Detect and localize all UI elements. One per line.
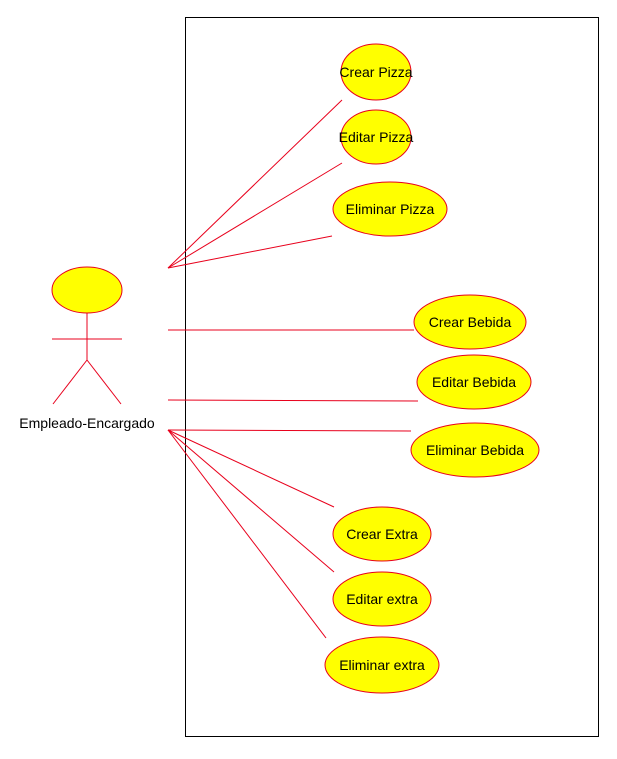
actor-left-leg [52, 359, 88, 405]
actor-figure: Empleado-Encargado [19, 266, 155, 431]
use-case-shape [416, 354, 532, 410]
actor-name: Empleado-Encargado [19, 415, 155, 431]
association-eliminar-pizza [167, 235, 333, 269]
use-case-label: Crear Bebida [429, 314, 512, 330]
use-case-label: Eliminar Pizza [346, 201, 435, 217]
use-case-shape [413, 294, 527, 350]
use-case-editar-pizza[interactable]: Editar Pizza [339, 109, 414, 165]
association-crear-pizza [167, 99, 343, 269]
association-eliminar-extra [167, 429, 327, 639]
use-case-editar-bebida[interactable]: Editar Bebida [416, 354, 532, 410]
use-case-editar-extra[interactable]: Editar extra [332, 571, 432, 627]
use-case-label: Crear Extra [346, 526, 418, 542]
association-eliminar-bebida [167, 429, 412, 432]
use-case-shape [332, 181, 448, 237]
use-case-label: Eliminar extra [339, 657, 425, 673]
use-case-crear-pizza[interactable]: Crear Pizza [339, 43, 413, 101]
actor-right-leg [86, 359, 122, 405]
use-case-label: Editar Pizza [339, 129, 414, 145]
associations [167, 99, 419, 639]
actor-head [51, 266, 123, 314]
use-case-eliminar-pizza[interactable]: Eliminar Pizza [332, 181, 448, 237]
use-case-shape [340, 109, 412, 165]
use-case-shape [410, 422, 540, 478]
association-editar-pizza [167, 162, 343, 269]
use-case-shape [324, 636, 440, 694]
system-boundary [185, 17, 599, 737]
use-case-shape [332, 506, 432, 562]
association-editar-extra [167, 429, 335, 573]
use-case-shape [332, 571, 432, 627]
use-case-label: Eliminar Bebida [426, 442, 524, 458]
use-case-shape [340, 43, 412, 101]
use-case-eliminar-bebida[interactable]: Eliminar Bebida [410, 422, 540, 478]
use-case-label: Crear Pizza [339, 64, 412, 80]
use-case-crear-bebida[interactable]: Crear Bebida [413, 294, 527, 350]
use-case-crear-extra[interactable]: Crear Extra [332, 506, 432, 562]
use-case-label: Editar Bebida [432, 374, 516, 390]
association-crear-extra [167, 429, 335, 508]
use-case-eliminar-extra[interactable]: Eliminar extra [324, 636, 440, 694]
use-case-label: Editar extra [346, 591, 418, 607]
association-editar-bebida [167, 399, 419, 402]
